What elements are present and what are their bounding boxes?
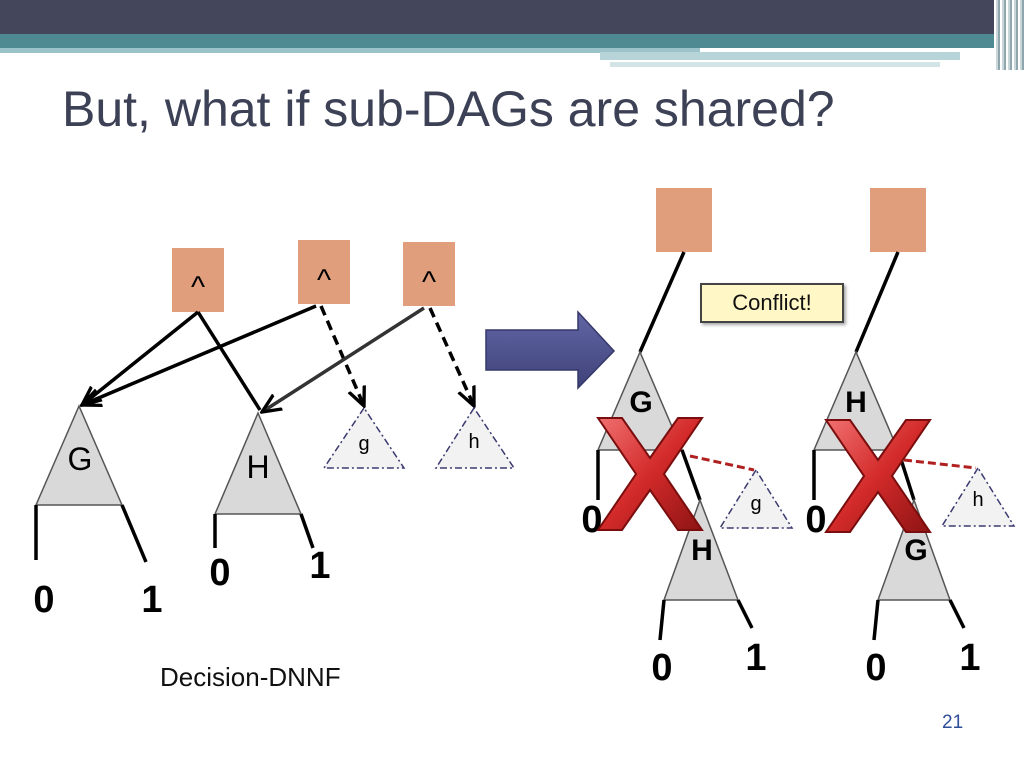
branch-1-bottom-low-value: 0 <box>651 647 672 689</box>
h-low-value: 0 <box>209 552 230 594</box>
g-label: G <box>68 441 93 477</box>
branch-2-bottom-triangle <box>876 497 952 601</box>
branch-1-inner-edge <box>680 449 702 501</box>
branch-1-bottom-high-edge <box>736 599 754 629</box>
branch-2-top-label: H <box>845 386 867 419</box>
h-triangle <box>213 411 303 515</box>
root-node-2 <box>870 188 926 252</box>
and-node-3 <box>403 242 455 306</box>
small-g-triangle <box>322 406 406 469</box>
branch-1-bottom-low-edge <box>658 599 666 641</box>
edge-and1-to-h <box>196 311 262 411</box>
branch-2-shared-label: h <box>972 489 983 511</box>
and-node-1-label: ^ <box>191 271 205 304</box>
edge-and1-to-g <box>82 310 200 405</box>
g-high-value: 1 <box>141 579 162 621</box>
branch-1-top-low-value: 0 <box>581 499 602 541</box>
branch-1-bottom-triangle <box>662 497 740 601</box>
small-h-label: h <box>468 431 479 453</box>
edge-and3-to-h-small <box>428 307 474 406</box>
slide-number: 21 <box>942 712 964 733</box>
and-node-2 <box>298 240 350 304</box>
and-node-1 <box>172 248 224 312</box>
h-label: H <box>246 449 269 485</box>
red-cross-icon <box>824 419 932 533</box>
branch-2-bottom-low-value: 0 <box>865 647 886 689</box>
branch-2-bottom-high-value: 1 <box>959 637 980 679</box>
and-node-3-label: ^ <box>422 266 436 299</box>
branch-1-bottom-high-value: 1 <box>745 637 766 679</box>
root-2-edge <box>854 251 900 353</box>
branch-2-top-low-value: 0 <box>805 499 826 541</box>
branch-2-bottom-high-edge <box>948 599 966 629</box>
conflict-callout: Conflict! <box>700 283 844 323</box>
root-1-edge <box>638 251 686 353</box>
header-stripe-lightest <box>610 62 940 67</box>
small-h-triangle <box>434 406 516 469</box>
slide-title: But, what if sub-DAGs are shared? <box>62 81 835 137</box>
g-triangle <box>34 404 124 506</box>
g-low-value: 0 <box>33 579 54 621</box>
branch-1-top-label: G <box>629 386 652 419</box>
right-arrow-icon <box>485 310 616 390</box>
header-bar <box>0 0 1024 34</box>
branch-2-shared-triangle <box>940 466 1016 527</box>
header-stripe-lighter <box>600 52 960 60</box>
diagram-caption: Decision-DNNF <box>160 662 341 692</box>
g-high-edge <box>120 504 148 563</box>
and-node-2-label: ^ <box>317 264 331 297</box>
branch-1-shared-label: g <box>750 493 761 515</box>
edge-and3-to-h <box>262 306 425 412</box>
branch-1-conflict-link <box>689 454 755 472</box>
corner-decoration <box>994 0 1024 70</box>
edge-and2-to-g-small <box>319 305 364 406</box>
branch-2-bottom-label: G <box>904 534 927 567</box>
small-g-label: g <box>358 433 369 455</box>
header-stripe-light <box>0 48 700 53</box>
h-high-edge <box>299 513 315 549</box>
h-high-value: 1 <box>309 545 330 587</box>
header-stripe <box>0 34 1024 48</box>
edge-and2-to-g <box>82 304 317 405</box>
branch-2-bottom-low-edge <box>872 599 880 641</box>
root-node-1 <box>656 188 712 252</box>
branch-2-conflict-link <box>903 458 977 470</box>
branch-1-bottom-label: H <box>691 534 713 567</box>
branch-1-shared-triangle <box>718 468 794 529</box>
red-cross-icon <box>596 417 704 531</box>
